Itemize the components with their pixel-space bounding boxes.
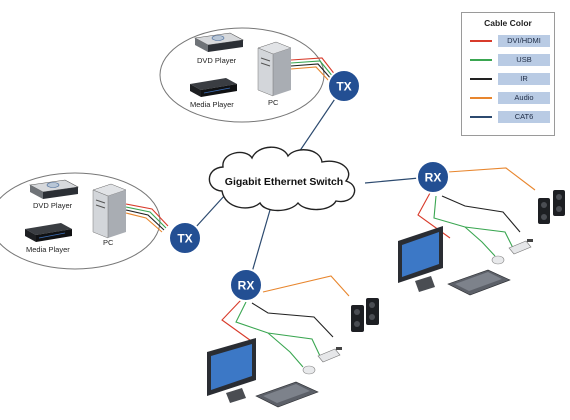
media-player-label-left: Media Player: [26, 245, 70, 254]
switch-label: Gigabit Ethernet Switch: [225, 176, 343, 188]
node-tx-left-label: TX: [177, 232, 192, 246]
speakers-icon: [538, 190, 565, 224]
switch-cloud-icon: [208, 146, 356, 212]
node-tx-left: TX: [168, 221, 202, 255]
legend-swatch-ir: [470, 78, 492, 80]
source-group-left-outline: [0, 172, 161, 270]
workstation-bottom: [207, 298, 379, 408]
pc-label-top: PC: [268, 98, 279, 107]
node-rx-right-label: RX: [425, 171, 442, 185]
legend-swatch-dvi: [470, 40, 492, 42]
legend-item-audio: Audio: [468, 92, 552, 104]
mouse-icon: [491, 255, 505, 265]
legend-label-cat6: CAT6: [498, 111, 550, 123]
cable-color-legend: Cable Color DVI/HDMI USB IR Audio CAT6: [461, 12, 555, 136]
mouse-icon: [302, 365, 316, 375]
cables-left-to-tx: [125, 203, 169, 233]
pc-tower-icon: [92, 183, 127, 239]
media-player-label-top: Media Player: [190, 100, 234, 109]
workstation-right: [398, 190, 565, 296]
legend-title: Cable Color: [484, 18, 532, 28]
monitor-icon: [398, 226, 443, 292]
ir-receiver-icon: [508, 239, 533, 255]
keyboard-icon: [255, 381, 319, 408]
dvd-player-label-top: DVD Player: [197, 56, 237, 65]
cables-rx-right: [417, 167, 536, 257]
gigabit-ethernet-switch: [208, 146, 356, 212]
legend-label-usb: USB: [498, 54, 550, 66]
pc-label-left: PC: [103, 238, 114, 247]
dvd-player-icon: [29, 179, 79, 199]
cables-rx-bottom: [221, 275, 350, 368]
legend-item-cat6: CAT6: [468, 111, 552, 123]
speakers-icon: [351, 298, 379, 332]
media-player-icon: [190, 78, 237, 97]
legend-swatch-audio: [470, 97, 492, 99]
source-group-top: DVD Player Media Player PC: [159, 27, 325, 123]
legend-item-usb: USB: [468, 54, 552, 66]
cables-top-to-tx: [290, 57, 337, 83]
media-player-icon: [25, 223, 72, 242]
legend-swatch-usb: [470, 59, 492, 61]
dvd-player-icon: [194, 32, 244, 52]
node-tx-top: TX: [327, 69, 361, 103]
legend-label-audio: Audio: [498, 92, 550, 104]
dvd-player-label-left: DVD Player: [33, 201, 73, 210]
node-tx-top-label: TX: [336, 80, 351, 94]
keyboard-icon: [447, 269, 511, 296]
legend-label-dvi: DVI/HDMI: [498, 35, 550, 47]
legend-label-ir: IR: [498, 73, 550, 85]
node-rx-bottom: RX: [229, 268, 263, 302]
node-rx-right: RX: [416, 160, 450, 194]
legend-item-dvi: DVI/HDMI: [468, 35, 552, 47]
legend-item-ir: IR: [468, 73, 552, 85]
pc-tower-icon: [257, 41, 292, 97]
ir-receiver-icon: [317, 347, 342, 363]
node-rx-bottom-label: RX: [238, 279, 255, 293]
source-group-left: DVD Player Media Player PC: [0, 172, 161, 270]
monitor-icon: [207, 338, 256, 403]
legend-swatch-cat6: [470, 116, 492, 118]
